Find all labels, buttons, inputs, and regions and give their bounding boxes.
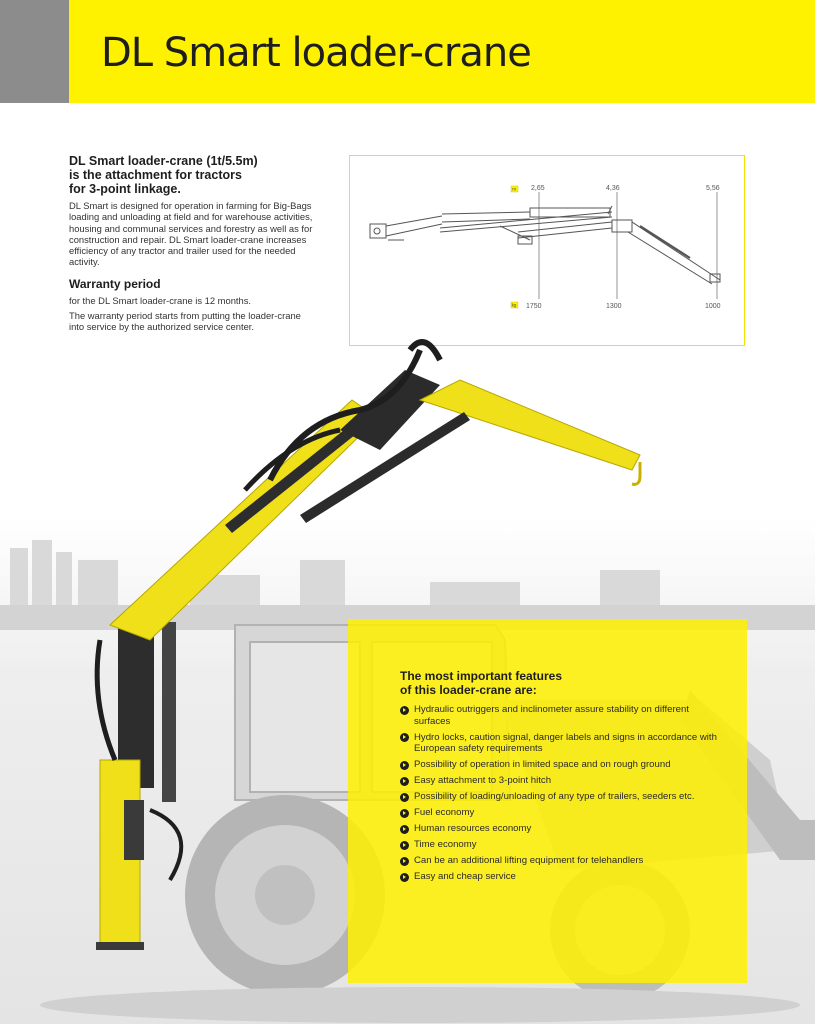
feature-text: Possibility of operation in limited spac… <box>414 759 671 770</box>
feature-text: Possibility of loading/unloading of any … <box>414 791 695 802</box>
crane-outline <box>369 205 721 285</box>
intro-section: DL Smart loader-crane (1t/5.5m) is the a… <box>69 154 314 337</box>
list-item: Time economy <box>400 839 727 851</box>
arrow-bullet-icon <box>400 733 409 742</box>
crane-reach-drawing: m kg 2,65 4,36 5,56 1750 1300 1000 <box>369 185 721 310</box>
feature-text: Human resources economy <box>414 823 532 834</box>
header-side-block <box>0 0 69 103</box>
warranty-start-note: The warranty period starts from putting … <box>69 310 301 333</box>
reach-badge <box>510 185 519 193</box>
load-value: 1300 <box>606 303 622 310</box>
arrow-bullet-icon <box>400 705 409 715</box>
intro-heading: DL Smart loader-crane (1t/5.5m) is the a… <box>69 154 314 196</box>
list-item: Can be an additional lifting equipment f… <box>400 855 727 867</box>
load-value: 1750 <box>526 303 542 310</box>
header-bar <box>69 0 815 103</box>
list-item: Human resources economy <box>400 823 727 835</box>
list-item: Easy attachment to 3-point hitch <box>400 775 727 787</box>
features-heading-line: of this loader-crane are: <box>400 683 537 697</box>
arrow-bullet-icon <box>400 840 409 850</box>
arrow-bullet-icon <box>400 776 409 786</box>
warranty-duration: for the DL Smart loader-crane is 12 mont… <box>69 294 252 306</box>
arrow-bullet-icon <box>400 760 409 770</box>
arrow-bullet-icon <box>400 856 409 866</box>
list-item: Possibility of loading/unloading of any … <box>400 791 727 803</box>
feature-text: Hydro locks, caution signal, danger labe… <box>414 731 717 755</box>
reach-unit-label: m <box>512 187 516 192</box>
feature-text: Fuel economy <box>414 807 475 818</box>
features-heading-line: The most important features <box>400 669 563 683</box>
list-item: Possibility of operation in limited spac… <box>400 759 727 771</box>
feature-list: Hydraulic outriggers and inclinometer as… <box>400 704 727 883</box>
list-item: Fuel economy <box>400 807 727 819</box>
warranty-heading: Warranty period <box>69 276 161 291</box>
arrow-bullet-icon <box>400 824 409 834</box>
list-item: Hydro locks, caution signal, danger labe… <box>400 732 727 755</box>
intro-description: DL Smart is designed for operation in fa… <box>69 200 313 268</box>
feature-text: Time economy <box>414 839 477 850</box>
arrow-bullet-icon <box>400 872 409 882</box>
features-panel: The most important features of this load… <box>348 619 747 983</box>
reach-load-diagram: m kg 2,65 4,36 5,56 1750 1300 1000 <box>349 155 745 346</box>
intro-heading-line: for 3-point linkage. <box>69 182 181 196</box>
load-unit-label: kg <box>512 303 517 308</box>
list-item: Hydraulic outriggers and inclinometer as… <box>400 704 727 727</box>
feature-text: Easy and cheap service <box>414 871 516 882</box>
reach-value: 2,65 <box>531 185 545 192</box>
arrow-bullet-icon <box>400 808 409 818</box>
page-title: DL Smart loader-crane <box>101 30 532 76</box>
feature-text: Easy attachment to 3-point hitch <box>414 775 552 786</box>
features-heading: The most important features of this load… <box>400 669 727 697</box>
reach-value: 4,36 <box>606 185 620 192</box>
list-item: Easy and cheap service <box>400 871 727 883</box>
reach-value: 5,56 <box>706 185 720 192</box>
feature-text: Can be an additional lifting equipment f… <box>414 855 644 866</box>
load-value: 1000 <box>705 303 721 310</box>
feature-text: Hydraulic outriggers and inclinometer as… <box>414 704 689 727</box>
load-badge <box>510 301 519 309</box>
arrow-bullet-icon <box>400 792 409 802</box>
intro-heading-line: DL Smart loader-crane (1t/5.5m) <box>69 154 258 168</box>
intro-heading-line: is the attachment for tractors <box>69 168 242 182</box>
